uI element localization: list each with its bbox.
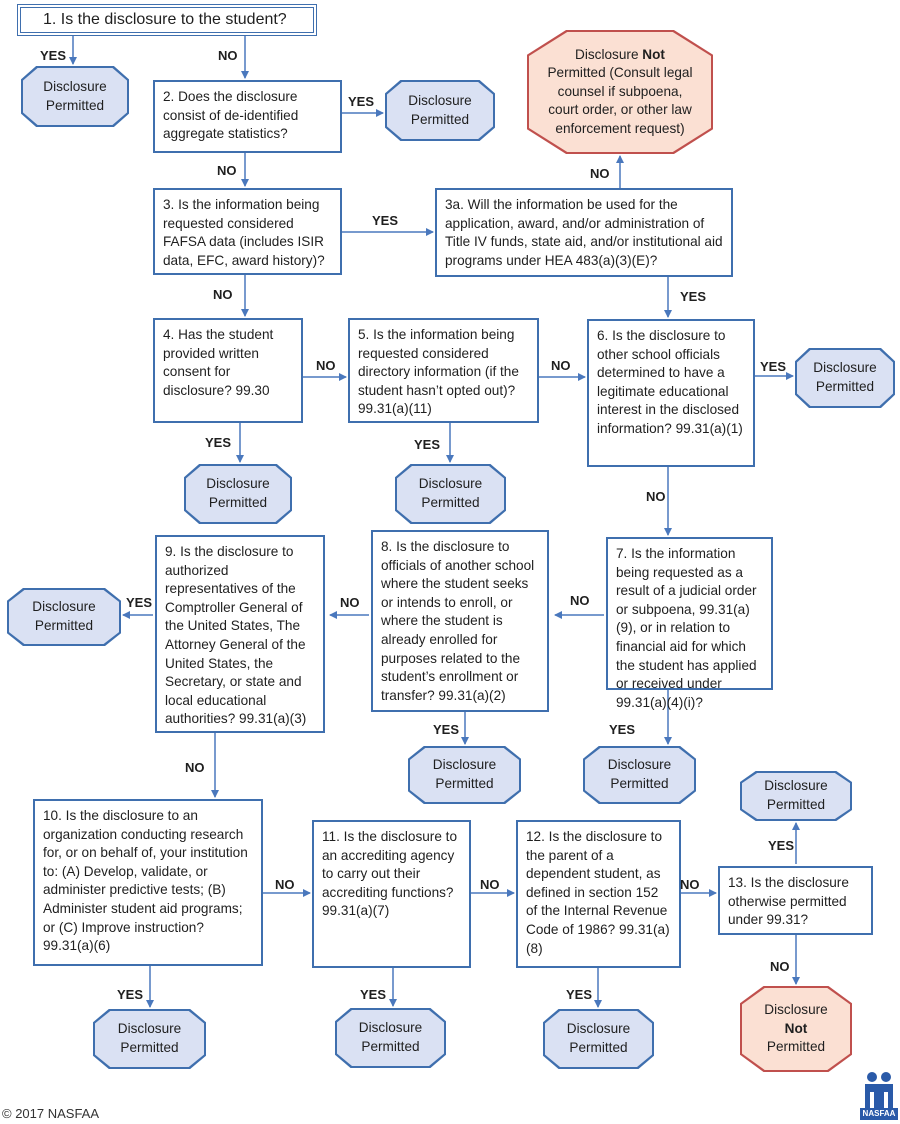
question-11: 11. Is the disclosure to an accrediting … <box>312 820 471 968</box>
question-9: 9. Is the disclosure to authorized repre… <box>155 535 325 733</box>
label-q3-no: NO <box>213 287 233 302</box>
label-q3a-yes: YES <box>680 289 707 304</box>
question-13: 13. Is the disclosure otherwise permitte… <box>718 866 873 935</box>
question-4: 4. Has the student provided written cons… <box>153 318 303 423</box>
label-q10-no: NO <box>275 877 295 892</box>
label-q7-yes: YES <box>609 722 636 737</box>
label-q9-no: NO <box>185 760 205 775</box>
label-q13-no: NO <box>770 959 790 974</box>
question-7: 7. Is the information being requested as… <box>606 537 773 710</box>
label-q4-yes: YES <box>205 435 232 450</box>
copyright-text: © 2017 NASFAA <box>2 1106 100 1121</box>
label-q3-yes: YES <box>372 213 399 228</box>
label-q6-yes: YES <box>760 359 787 374</box>
nasfaa-logo: NASFAA <box>860 1070 898 1120</box>
question-8: 8. Is the disclosure to officials of ano… <box>371 530 549 712</box>
label-q8-no: NO <box>340 595 360 610</box>
label-q4-no: NO <box>316 358 336 373</box>
label-q10-yes: YES <box>117 987 144 1002</box>
outcome-label: Disclosure Not Permitted (Consult legal … <box>547 46 693 136</box>
outcome-not-permitted-3a: Disclosure Not Permitted (Consult legal … <box>527 30 713 154</box>
label-q8-yes: YES <box>433 722 460 737</box>
label-q3a-no: NO <box>590 166 610 181</box>
question-2: 2. Does the disclosure consist of de-ide… <box>153 80 342 153</box>
label-q9-yes: YES <box>126 595 153 610</box>
label-q6-no: NO <box>646 489 666 504</box>
label-q12-yes: YES <box>566 987 593 1002</box>
label-q1-no: NO <box>218 48 238 63</box>
label-q12-no: NO <box>680 877 700 892</box>
question-3a: 3a. Will the information be used for the… <box>435 188 733 277</box>
label-q5-no: NO <box>551 358 571 373</box>
label-q13-yes: YES <box>768 838 795 853</box>
label-q1-yes: YES <box>40 48 67 63</box>
question-1: 1. Is the disclosure to the student? <box>17 4 317 36</box>
label-q2-no: NO <box>217 163 237 178</box>
question-10: 10. Is the disclosure to an organization… <box>33 799 263 966</box>
question-6: 6. Is the disclosure to other school off… <box>587 319 755 467</box>
label-q5-yes: YES <box>414 437 441 452</box>
logo-figures-icon <box>865 1072 893 1108</box>
label-q2-yes: YES <box>348 94 375 109</box>
logo-text: NASFAA <box>860 1108 898 1120</box>
label-q11-yes: YES <box>360 987 387 1002</box>
question-3: 3. Is the information being requested co… <box>153 188 342 275</box>
label-q11-no: NO <box>480 877 500 892</box>
label-q7-no: NO <box>570 593 590 608</box>
question-12: 12. Is the disclosure to the parent of a… <box>516 820 681 968</box>
question-5: 5. Is the information being requested co… <box>348 318 539 423</box>
